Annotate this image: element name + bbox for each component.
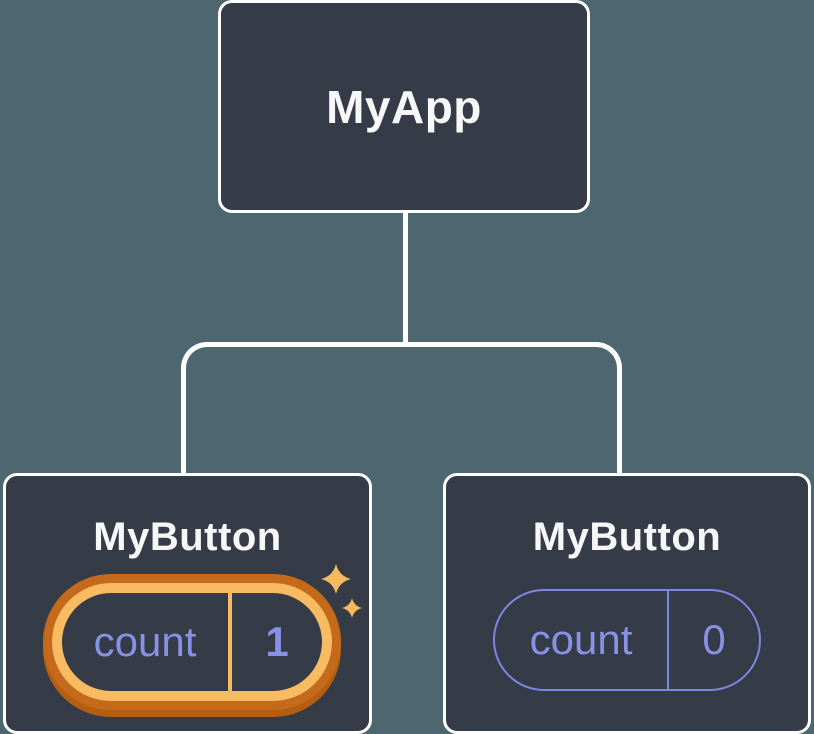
node-myapp: MyApp [218,0,590,213]
node-mybutton-right-label: MyButton [532,515,722,559]
node-mybutton-left: MyButton count 1 [3,473,372,734]
node-mybutton-left-label: MyButton [93,515,282,559]
state-name-label: count [93,618,197,665]
state-pill-highlighted: count 1 [52,583,332,701]
connector-stem-line [403,211,408,347]
state-value: 1 [265,618,289,665]
pill-divider [667,591,669,689]
node-myapp-label: MyApp [326,80,482,133]
pill-divider [228,593,232,691]
sparkles-icon [321,564,362,618]
state-pill-plain: count 0 [493,589,761,691]
connector-branch-line [181,342,622,473]
state-name-label: count [529,616,633,663]
state-value: 0 [702,616,726,663]
node-mybutton-right: MyButton count 0 [443,473,811,734]
